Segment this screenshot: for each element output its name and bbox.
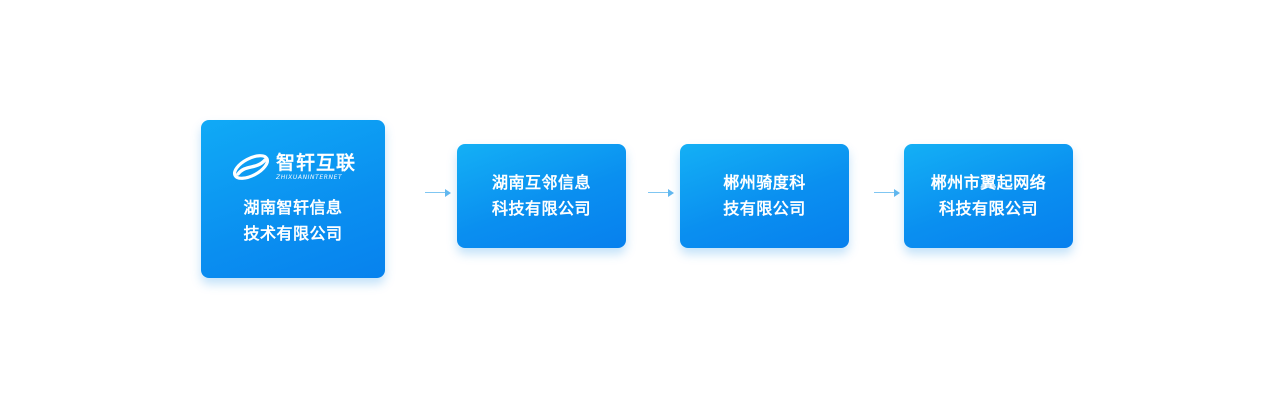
company-name-qidu: 郴州骑度科 技有限公司: [723, 170, 806, 222]
arrow-shaft: [874, 192, 896, 193]
company-name-yiqi: 郴州市翼起网络 科技有限公司: [931, 170, 1047, 222]
arrow-shaft: [648, 192, 670, 193]
company-name-zhixuan: 湖南智轩信息 技术有限公司: [243, 195, 342, 247]
zhixuan-logo: 智轩互联 ZHIXUANINTERNET: [230, 151, 356, 183]
arrow-head-icon: [894, 189, 900, 197]
zhixuan-logo-icon: [232, 154, 269, 180]
company-name-line: 郴州骑度科: [723, 173, 806, 192]
logo-name-en: ZHIXUANINTERNET: [275, 174, 343, 181]
company-name-line: 技有限公司: [723, 199, 806, 218]
flow-arrow-1: [425, 188, 451, 198]
company-card-hulin: 湖南互邻信息 科技有限公司: [457, 144, 626, 248]
company-card-zhixuan: 智轩互联 ZHIXUANINTERNET 湖南智轩信息 技术有限公司: [201, 120, 385, 278]
arrow-shaft: [425, 192, 447, 193]
company-name-hulin: 湖南互邻信息 科技有限公司: [492, 170, 591, 222]
company-name-line: 科技有限公司: [938, 199, 1038, 218]
arrow-head-icon: [668, 189, 674, 197]
logo-name-cn: 智轩互联: [275, 152, 356, 174]
company-name-line: 技术有限公司: [243, 224, 343, 243]
company-name-line: 湖南互邻信息: [491, 173, 591, 192]
company-card-qidu: 郴州骑度科 技有限公司: [680, 144, 849, 248]
arrow-head-icon: [445, 189, 451, 197]
company-name-line: 郴州市翼起网络: [930, 173, 1047, 192]
flow-arrow-2: [648, 188, 674, 198]
flow-arrow-3: [874, 188, 900, 198]
company-name-line: 湖南智轩信息: [243, 198, 343, 217]
company-name-line: 科技有限公司: [491, 199, 591, 218]
company-card-yiqi: 郴州市翼起网络 科技有限公司: [904, 144, 1073, 248]
